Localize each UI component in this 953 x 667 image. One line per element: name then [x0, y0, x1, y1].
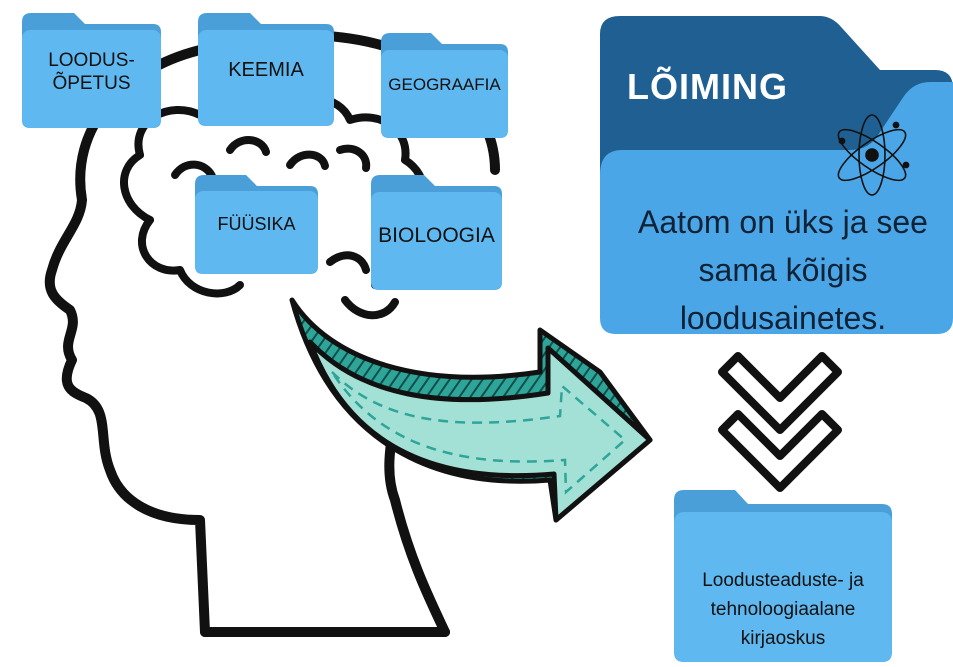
folder-icon[interactable] [198, 13, 334, 126]
integration-title: LÕIMING [627, 66, 788, 107]
atom-icon [837, 114, 910, 196]
folder-icon[interactable] [195, 175, 318, 274]
folder-label-geograafia: GEOGRAAFIA [388, 75, 501, 94]
integration-text: Aatom on üks ja see sama kõigis loodusai… [638, 204, 928, 336]
folder-icon[interactable] [22, 13, 161, 128]
folder-label-keemia: KEEMIA [228, 59, 304, 81]
folder-label-fyysika: FÜÜSIKA [217, 214, 296, 234]
folder-label-loodusopetus: LOODUS- ÕPETUS [48, 50, 135, 94]
folder-label-bioloogia: BIOLOOGIA [378, 224, 495, 247]
folder-icon[interactable] [381, 33, 508, 138]
folder-icon[interactable] [371, 175, 502, 290]
result-text: Loodusteaduste- ja tehnoloogiaalane kirj… [702, 570, 864, 649]
